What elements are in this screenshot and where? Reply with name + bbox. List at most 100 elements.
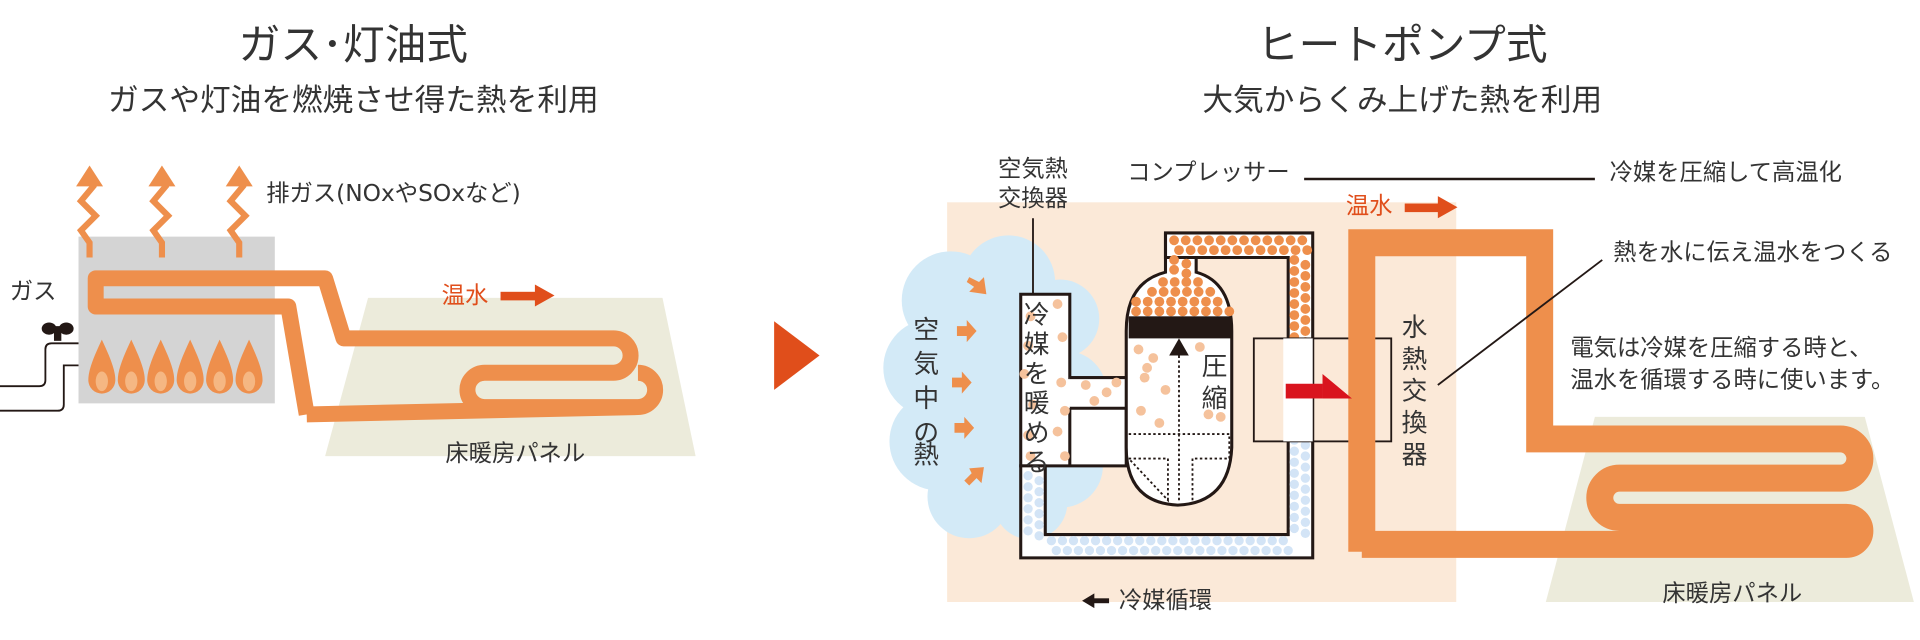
hot-dot [1250,235,1261,246]
hot-dot [1290,245,1301,256]
hot-dot [1300,270,1311,281]
right-title: ヒートポンプ式 [1257,20,1548,69]
flames [88,339,263,394]
svg-text:熱: 熱 [1402,345,1428,375]
hot-dot [1180,235,1191,246]
cold-dot [1034,520,1044,530]
air-arrow-icon [952,371,972,394]
warm-dot [1101,387,1112,398]
floor-panel-label-left: 床暖房パネル [445,440,585,467]
hot-dot [1204,235,1214,246]
flame-icon [117,339,145,394]
warm-dot [1194,342,1205,352]
water-heat-exchanger-box [1252,337,1393,443]
hot-dot [1289,299,1300,309]
cold-dot [1300,495,1311,505]
warm-dot [1059,451,1070,461]
refrigerant-cycle-arrow-icon [1082,593,1110,609]
cold-dot [1278,536,1288,546]
cold-dot [1289,446,1299,456]
hot-water-arrow-icon [1404,196,1458,219]
cold-dot [1046,536,1057,546]
cold-dot [1135,536,1145,546]
cold-dot [1034,475,1044,486]
cold-dot [1300,473,1311,483]
hot-dot [1297,235,1308,246]
electricity-note-line2: 温水を循環する時に使います。 [1570,366,1894,393]
svg-text:の: の [913,418,939,448]
cold-dot [1245,536,1255,546]
hot-dot [1289,266,1300,276]
hot-dot [1205,286,1216,297]
cold-dot [1090,536,1101,546]
hot-dot [1193,277,1203,287]
hot-water-pipe-right [1348,229,1874,558]
svg-text:水: 水 [1402,313,1428,343]
cold-dot [1139,545,1150,556]
heat-pump-panel: ヒートポンプ式 大気からくみ上げた熱を利用 [883,20,1914,614]
hot-dot [1177,306,1188,317]
exhaust-arrowhead-icon [225,165,253,187]
cold-dot [1184,545,1194,556]
cold-dot [1250,545,1260,556]
hot-dot [1166,296,1176,307]
svg-text:圧: 圧 [1202,352,1228,382]
piston-base-dotted [1126,433,1231,503]
hot-dot [1193,286,1204,297]
gas-label: ガス [10,278,57,305]
warm-dot [1139,372,1150,383]
cold-dot [1267,536,1277,546]
hot-dot [1289,277,1300,287]
cold-dot [1300,451,1311,461]
hot-dot [1300,326,1311,336]
exhaust-label: 排ガス(NOxやSOxなど) [266,180,521,207]
cold-dot [1300,528,1311,538]
cold-dot [1023,515,1033,525]
warm-refrigerant-dots [1019,299,1226,461]
hot-dot [1220,245,1231,256]
hot-dot [1147,286,1157,297]
floor-panel-label-right: 床暖房パネル [1662,580,1802,607]
warm-dot [1111,377,1122,388]
cold-dot [1212,536,1222,546]
hot-dot [1278,245,1289,256]
svg-text:を: を [1024,360,1050,390]
air-arrow-icon [956,320,977,343]
flame-icon [235,339,263,394]
cold-dot [1079,536,1090,546]
hot-dot [1255,245,1266,256]
hot-dot [1224,306,1235,317]
hot-dot [1262,235,1273,246]
cold-dot [1057,536,1068,546]
hot-dot [1289,321,1300,332]
cold-dot [1023,482,1033,492]
air-arrow-icon [964,467,984,486]
svg-text:媒: 媒 [1024,330,1050,360]
cold-dot [1190,536,1200,546]
cold-dot [1201,536,1211,546]
warm-dot [1148,353,1159,363]
hot-dot [1181,258,1192,269]
cold-dot [1168,536,1178,546]
warm-dot [1080,380,1091,390]
hot-dot [1181,268,1192,279]
hot-dot [1131,306,1141,317]
cold-dot [1217,545,1227,556]
cold-dot [1034,498,1044,508]
hot-dot [1169,277,1180,287]
cold-dot [1023,526,1033,536]
water-heat-exchanger-vertical-label: 水 熱 交 換 器 [1402,313,1428,471]
cold-dot [1034,531,1044,541]
air-heat-vertical-label: 空 気 中 の 熱 [913,315,939,470]
svg-text:気: 気 [913,350,939,380]
cold-dot [1146,536,1156,546]
compression-arrow-icon [1169,338,1189,501]
flame-icon [147,339,175,394]
warm-dot [1142,362,1152,373]
hot-dot [1300,259,1311,270]
hot-dot [1201,306,1211,317]
cold-dot [1106,545,1117,556]
warm-dot [1052,426,1063,437]
cold-dot [1195,545,1205,556]
cold-dot [1289,512,1299,523]
